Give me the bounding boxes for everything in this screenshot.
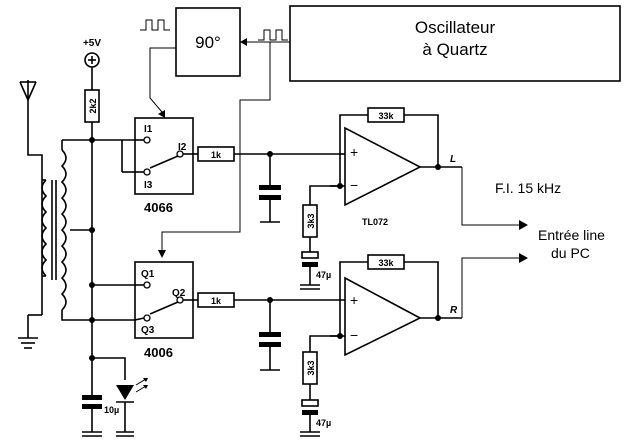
opamp-bottom-minus: − — [350, 327, 358, 343]
switch-4066: I1 I2 I3 4066 — [134, 117, 194, 215]
pin-q2: Q2 — [172, 288, 186, 299]
channel-left: 1k + − TL072 33k L 3k3 47µ — [193, 107, 462, 290]
oscillator-label-2: à Quartz — [422, 40, 487, 59]
pc-input-label-1: Entrée line — [538, 227, 605, 243]
resistor-3k3-bottom-label: 3k3 — [306, 360, 316, 375]
resistor-33k-top-label: 33k — [378, 111, 394, 121]
resistor-2k2-label: 2k2 — [88, 98, 98, 113]
chip-label-4006: 4006 — [144, 345, 173, 360]
resistor-1k-bottom-label: 1k — [211, 296, 222, 306]
pin-i3: I3 — [144, 180, 153, 191]
square-wave-icon-left — [140, 19, 170, 31]
pin-q3: Q3 — [141, 325, 155, 336]
capacitor-47u-top-label: 47µ — [316, 270, 331, 280]
if-frequency-label: F.I. 15 kHz — [495, 180, 561, 196]
arrow-head — [519, 220, 528, 230]
antenna-icon — [19, 80, 43, 315]
arrow-head — [519, 253, 528, 263]
transformer-icon — [41, 149, 67, 311]
supply-label: +5V — [83, 38, 101, 49]
arrow-head — [158, 250, 166, 258]
capacitor-47u-bottom-label: 47µ — [316, 418, 331, 428]
arrow-head — [240, 38, 247, 46]
pc-input-label-2: du PC — [551, 245, 590, 261]
opamp-bottom — [344, 276, 422, 357]
arrow-head — [158, 110, 165, 118]
capacitor-10u-label: 10µ — [104, 405, 119, 415]
channel-right: 1k + − 33k R 3k3 47µ — [193, 254, 462, 437]
output-left-label: L — [450, 154, 456, 165]
opamp-label: TL072 — [362, 217, 388, 227]
opamp-top — [344, 126, 422, 207]
resistor-33k-bottom-label: 33k — [378, 258, 394, 268]
pin-i1: I1 — [144, 124, 153, 135]
led-icon — [116, 378, 148, 430]
opamp-top-minus: − — [350, 177, 358, 193]
resistor-3k3-top-label: 3k3 — [306, 213, 316, 228]
capacitor-10u: 10µ — [82, 380, 119, 430]
chip-label-4066: 4066 — [144, 200, 173, 215]
square-wave-icon-right — [258, 29, 288, 41]
ground-icon — [18, 315, 38, 349]
phase-shift-label: 90° — [195, 33, 221, 52]
switch-4006: Q1 Q2 Q3 4006 — [134, 261, 194, 360]
output-right-label: R — [450, 305, 458, 316]
phase-shifter-block: 90° — [175, 7, 241, 77]
resistor-1k-top-label: 1k — [211, 150, 222, 160]
pin-q1: Q1 — [141, 269, 155, 280]
opamp-top-plus: + — [350, 144, 358, 160]
pin-i2: I2 — [178, 142, 187, 153]
opamp-bottom-plus: + — [350, 292, 358, 308]
oscillator-label-1: Oscillateur — [415, 18, 496, 37]
oscillator-block: Oscillateur à Quartz — [289, 5, 621, 82]
